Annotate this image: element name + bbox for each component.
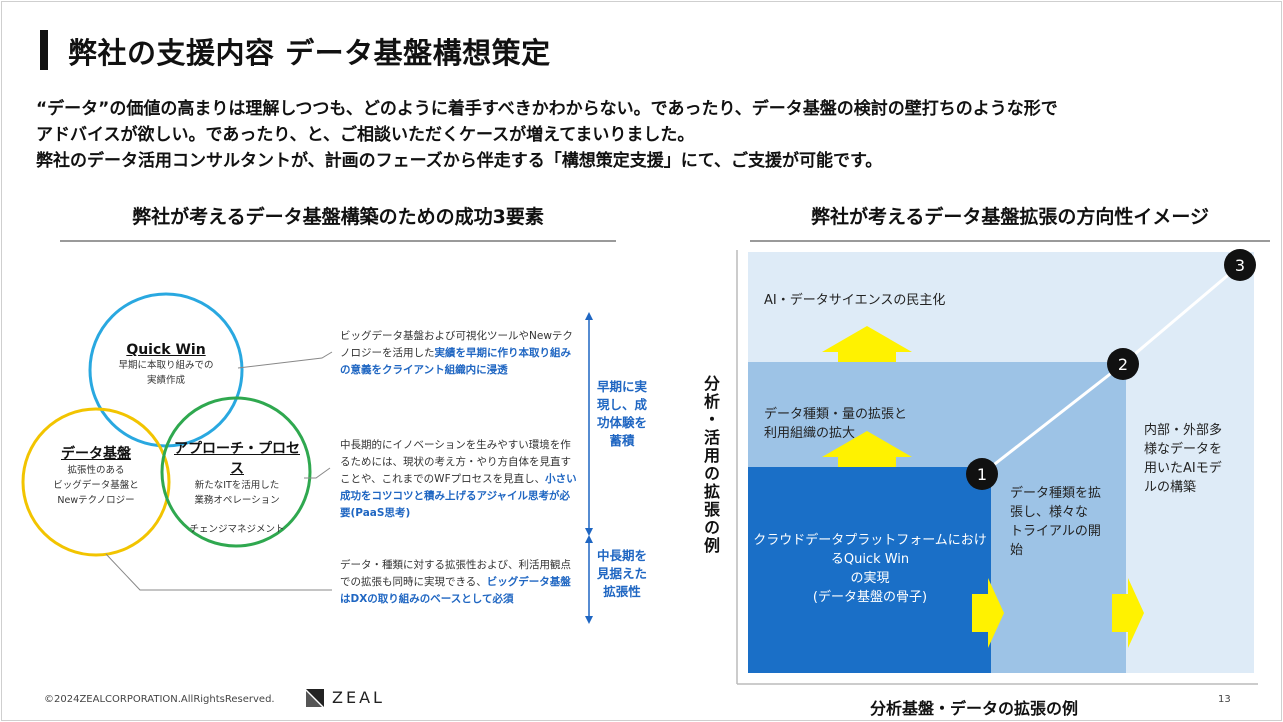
- left-section-heading: 弊社が考えるデータ基盤構築のための成功3要素: [132, 206, 544, 228]
- data-platform-circle: [21, 407, 171, 557]
- approach-label: アプローチ・プロセス 新たなITを活用した 業務オペレーション チェンジマネジメ…: [174, 441, 300, 535]
- zone-ai-model-label: 内部・外部多 様なデータを 用いたAIモデ ルの構築: [1144, 423, 1223, 495]
- up-arrow: [822, 326, 912, 362]
- side-label-early-win: 早期に実現し、成功体験を蓄積: [596, 379, 647, 448]
- description-approach: 中長期的にイノベーションを生みやすい環境を作るためには、現状の考え方・やり方自体…: [340, 439, 577, 519]
- right-arrow: [972, 578, 1004, 648]
- intro-line: アドバイスが欲しい。であったり、と、ご相談いただくケースが増えてまいりました。: [36, 125, 695, 145]
- description-data-platform: データ・種類に対する拡張性および、利活用観点での拡張も同時に実現できる、ビッグデ…: [340, 559, 571, 605]
- right-heading-rule: [750, 240, 1270, 242]
- step-3-marker: [1224, 249, 1256, 281]
- zone-expansion-label: データ種類・量の拡張と 利用組織の拡大: [764, 407, 908, 441]
- bracket-arrowhead: [585, 528, 593, 536]
- slide-title: 弊社の支援内容 データ基盤構想策定: [68, 36, 551, 70]
- data-platform-label: データ基盤 拡張性のある ビッグデータ基盤と Newテクノロジー: [53, 446, 139, 506]
- zeal-logo-icon: [306, 689, 324, 707]
- approach-circle: [160, 396, 312, 548]
- connector-approach: [304, 467, 331, 479]
- step-1-number: 1: [977, 465, 987, 484]
- page-number: 13: [1218, 694, 1231, 705]
- growth-line: [1122, 263, 1241, 366]
- up-arrow: [822, 431, 912, 467]
- growth-line: [981, 362, 1124, 476]
- side-label-scalability: 中長期を見据えた拡張性: [596, 548, 647, 599]
- bracket-arrowhead: [585, 616, 593, 624]
- left-heading-rule: [60, 240, 616, 242]
- bracket-arrowhead: [585, 535, 593, 543]
- step-3-number: 3: [1235, 256, 1245, 275]
- right-arrow: [1112, 578, 1144, 648]
- connector-quickwin: [237, 351, 333, 369]
- zone-ai-label: AI・データサイエンスの民主化: [764, 293, 946, 308]
- description-quick-win: ビッグデータ基盤および可視化ツールやNewテクノロジーを活用した実績を早期に作り…: [340, 330, 573, 376]
- step-1-marker: [966, 458, 998, 490]
- right-section-heading: 弊社が考えるデータ基盤拡張の方向性イメージ: [810, 206, 1210, 228]
- zeal-logo-text: ZEAL: [332, 688, 385, 707]
- title-accent-bar: [40, 30, 48, 70]
- quick-win-label: Quick Win 早期に本取り組みでの 実績作成: [118, 342, 214, 386]
- y-axis-label: 分析・活用の拡張の例: [701, 375, 720, 555]
- x-axis-label: 分析基盤・データの拡張の例: [870, 699, 1079, 718]
- intro-text: “データ”の価値の高まりは理解しつつも、どのように着手すべきかわからない。であっ…: [36, 96, 1236, 174]
- intro-line: 弊社のデータ活用コンサルタントが、計画のフェーズから伴走する「構想策定支援」にて…: [36, 151, 883, 171]
- bracket-arrowhead: [585, 312, 593, 320]
- intro-line: “データ”の価値の高まりは理解しつつも、どのように着手すべきかわからない。であっ…: [36, 99, 1058, 119]
- connector-data: [105, 553, 332, 591]
- step-2-marker: [1107, 348, 1139, 380]
- step-2-number: 2: [1118, 355, 1128, 374]
- zone-quick-win-label: クラウドデータプラットフォームにおけ るQuick Win の実現 (データ基盤…: [753, 533, 987, 605]
- zone-quick-win: [748, 467, 991, 673]
- zone-trial-label: データ種類を拡 張し、様々な トライアルの開 始: [1010, 486, 1102, 558]
- copyright-text: ©2024ZEALCORPORATION.AllRightsReserved.: [44, 694, 275, 705]
